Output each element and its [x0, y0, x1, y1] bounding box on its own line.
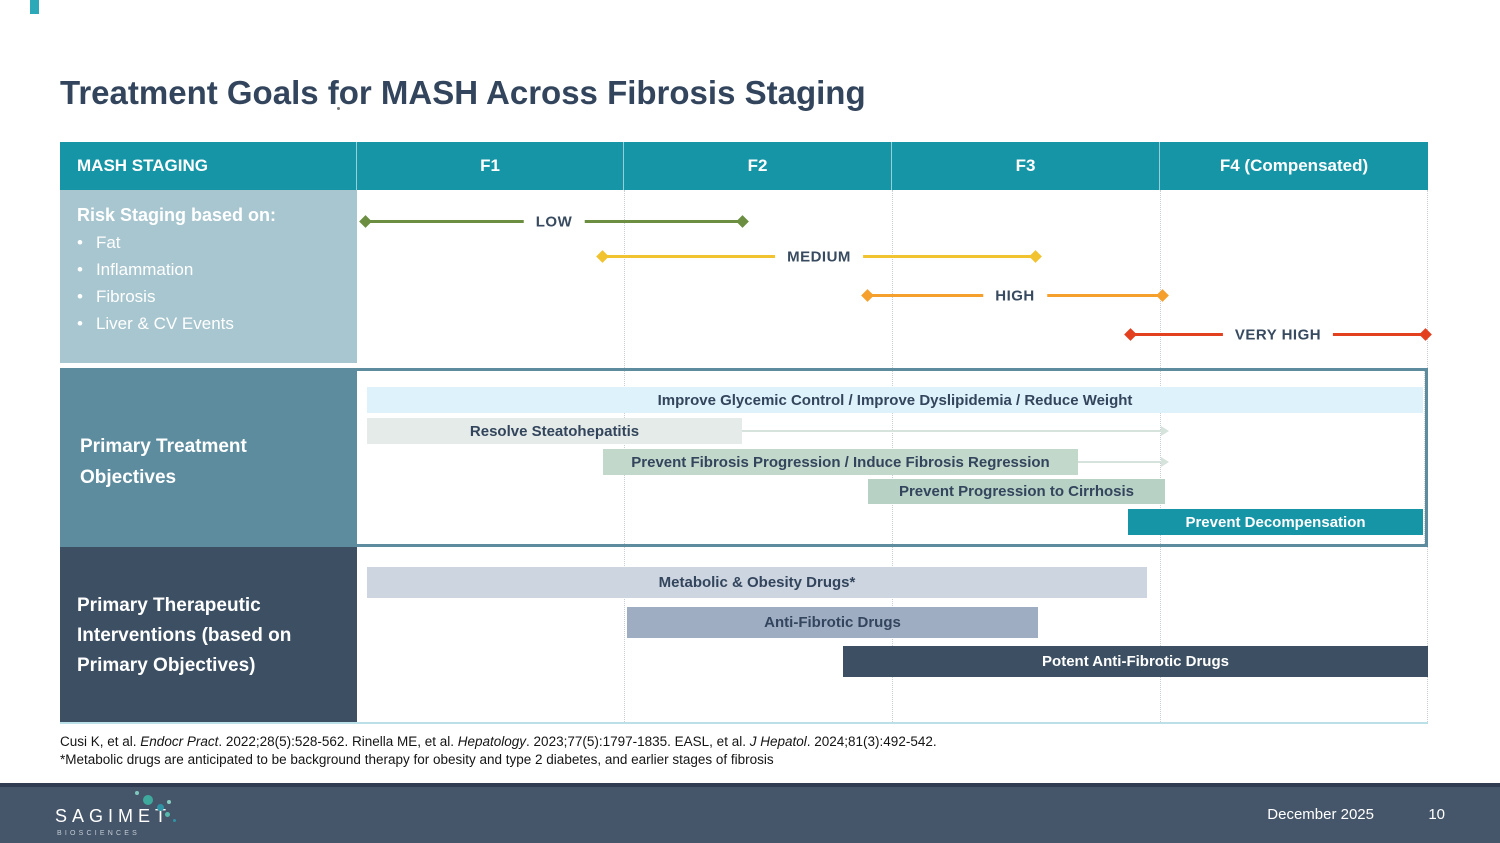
risk-bullet-fibrosis: Fibrosis [77, 287, 349, 307]
risk-row-title: Risk Staging based on: [77, 205, 277, 225]
bar-prevent-decompensation: Prevent Decompensation [1128, 509, 1423, 535]
gridline [624, 547, 625, 722]
arrow-endpoint-icon [736, 215, 749, 228]
bar-potent-anti-fibrotic-drugs: Potent Anti-Fibrotic Drugs [843, 646, 1428, 677]
risk-arrow-low: LOW [359, 213, 749, 230]
risk-arrow-high: HIGH [861, 287, 1169, 304]
objectives-grid: Improve Glycemic Control / Improve Dysli… [357, 371, 1425, 544]
bar-improve-glycemic-control-improve-dyslipidemia-reduce-weight: Improve Glycemic Control / Improve Dysli… [367, 387, 1423, 413]
arrow-endpoint-icon [596, 250, 609, 263]
stray-dot [337, 107, 340, 110]
arrow-endpoint-icon [1029, 250, 1042, 263]
header-cell-f1: F1 [357, 142, 624, 190]
logo-dot [167, 800, 171, 804]
gridline [1160, 547, 1161, 722]
gridline [1160, 190, 1161, 368]
header-cell-f3: F3 [892, 142, 1160, 190]
logo-wordmark: SAGIMET [55, 806, 172, 826]
risk-arrow-label: HIGH [983, 287, 1047, 304]
extension-arrow [1078, 457, 1169, 467]
gridline [624, 190, 625, 368]
objectives-row-label-cell: Primary Treatment Objectives [63, 371, 357, 544]
interventions-row-label-cell: Primary Therapeutic Interventions (based… [60, 547, 357, 722]
arrow-endpoint-icon [359, 215, 372, 228]
citation-segment: . 2024;81(3):492-542. [806, 734, 937, 749]
risk-arrow-very-high: VERY HIGH [1124, 326, 1432, 343]
citation-segment: Hepatology [457, 734, 527, 749]
arrow-endpoint-icon [1124, 328, 1137, 341]
citation-segment: . 2022;28(5):528-562. Rinella ME, et al. [218, 734, 458, 749]
logo-dot [157, 804, 164, 811]
footnotes: Cusi K, et al. Endocr Pract. 2022;28(5):… [60, 733, 937, 768]
header-cell-mash-staging: MASH STAGING [60, 142, 357, 190]
interventions-row: Primary Therapeutic Interventions (based… [60, 547, 1428, 722]
header-cell-f4-compensated: F4 (Compensated) [1160, 142, 1428, 190]
arrow-endpoint-icon [1156, 289, 1169, 302]
logo-dot [165, 812, 170, 817]
logo-subtext: BIOSCIENCES [57, 830, 141, 837]
footnote-line: *Metabolic drugs are anticipated to be b… [60, 751, 774, 767]
logo-dot [143, 795, 153, 805]
risk-grid: LOW MEDIUM HIGH VERY HIGH [357, 190, 1432, 368]
objectives-row: Primary Treatment Objectives Improve Gly… [60, 368, 1428, 547]
risk-arrow-label: MEDIUM [775, 248, 863, 265]
gridline [892, 190, 893, 368]
citation-segment: . 2023;77(5):1797-1835. EASL, et al. [526, 734, 750, 749]
bar-prevent-progression-to-cirrhosis: Prevent Progression to Cirrhosis [868, 479, 1165, 504]
sagimet-logo: SAGIMET BIOSCIENCES [55, 791, 205, 841]
risk-arrow-label: LOW [523, 213, 585, 230]
risk-arrow-medium: MEDIUM [596, 248, 1042, 265]
logo-dot [173, 819, 176, 822]
risk-row: Risk Staging based on: FatInflammationFi… [60, 190, 1432, 368]
extension-arrow [742, 426, 1169, 436]
bar-prevent-fibrosis-progression-induce-fibrosis-regression: Prevent Fibrosis Progression / Induce Fi… [603, 449, 1078, 475]
risk-bullets: FatInflammationFibrosisLiver & CV Events [77, 233, 349, 334]
bar-resolve-steatohepatitis: Resolve Steatohepatitis [367, 418, 742, 444]
citation-segment: Endocr Pract [140, 734, 219, 749]
footer-date: December 2025 [1267, 806, 1374, 823]
interventions-grid: Metabolic & Obesity Drugs* Anti-Fibrotic … [357, 547, 1428, 722]
risk-bullet-liver-cv-events: Liver & CV Events [77, 314, 349, 334]
page-title: Treatment Goals for MASH Across Fibrosis… [60, 74, 866, 112]
footer-band: SAGIMET BIOSCIENCES December 2025 10 [0, 783, 1500, 843]
citation-segment: J Hepatol [749, 734, 807, 749]
arrow-endpoint-icon [861, 289, 874, 302]
risk-bullet-fat: Fat [77, 233, 349, 253]
risk-bullet-inflammation: Inflammation [77, 260, 349, 280]
header-cell-f2: F2 [624, 142, 892, 190]
arrow-endpoint-icon [1419, 328, 1432, 341]
bar-anti-fibrotic-drugs: Anti-Fibrotic Drugs [627, 607, 1038, 638]
gridline [1160, 371, 1161, 544]
risk-row-label-cell: Risk Staging based on: FatInflammationFi… [60, 190, 357, 363]
accent-tick [30, 0, 39, 14]
citation-segment: Cusi K, et al. [60, 734, 141, 749]
logo-dot [135, 791, 139, 795]
table-bottom-rule [60, 722, 1428, 724]
bar-metabolic-obesity-drugs: Metabolic & Obesity Drugs* [367, 567, 1147, 598]
citation-line: Cusi K, et al. Endocr Pract. 2022;28(5):… [60, 733, 937, 751]
risk-arrow-label: VERY HIGH [1222, 326, 1334, 343]
footer-page-number: 10 [1428, 806, 1445, 823]
